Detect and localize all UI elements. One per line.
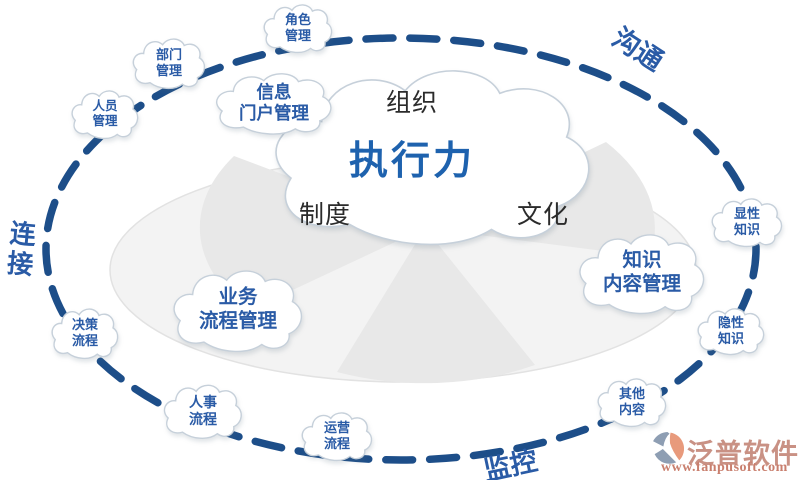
ring-label-connection: 连接 — [2, 218, 38, 282]
cloud-label: 部门 — [155, 47, 182, 63]
cloud-knowledge-content-management: 知识内容管理 — [576, 230, 708, 316]
cloud-label: 门户管理 — [239, 103, 309, 123]
cloud-label: 知识 — [717, 331, 744, 346]
cloud-label: 知识 — [622, 249, 662, 272]
center-label-execution: 执行力 — [349, 140, 476, 183]
cloud-label: 管理 — [155, 63, 182, 78]
cloud-other-content: 其他内容 — [596, 376, 668, 428]
cloud-label: 决策 — [71, 317, 98, 333]
cloud-label: 内容管理 — [602, 273, 681, 295]
cloud-label: 角色 — [284, 12, 311, 28]
cloud-label: 流程 — [71, 333, 98, 348]
center-label-organization: 组织 — [386, 89, 439, 117]
cloud-label: 管理 — [92, 114, 118, 128]
bottom-wedge — [337, 228, 535, 384]
cloud-label: 管理 — [284, 28, 311, 43]
cloud-label: 流程 — [189, 411, 217, 427]
cloud-label: 其他 — [618, 386, 645, 402]
cloud-explicit-knowledge: 显性知识 — [710, 196, 784, 248]
cloud-label: 流程 — [323, 436, 350, 451]
center-label-system: 制度 — [299, 201, 352, 229]
cloud-label: 显性 — [733, 206, 760, 222]
cloud-label: 人员 — [92, 98, 118, 113]
cloud-label: 业务 — [218, 286, 258, 309]
brand-url: www.fanpusoft.com — [661, 460, 788, 475]
cloud-label: 信息 — [256, 81, 292, 102]
cloud-decision-flow: 决策流程 — [50, 306, 120, 360]
cloud-personnel-management: 人员管理 — [70, 88, 140, 140]
cloud-label: 隐性 — [717, 315, 744, 331]
cloud-label: 流程管理 — [198, 310, 277, 332]
cloud-department-management: 部门管理 — [131, 36, 207, 90]
cloud-label: 知识 — [733, 222, 760, 237]
center-label-culture: 文化 — [517, 201, 570, 229]
cloud-info-portal-management: 信息门户管理 — [213, 70, 335, 136]
cloud-role-management: 角色管理 — [262, 2, 334, 54]
ring-label-communication: 沟通 — [606, 22, 669, 77]
cloud-label: 运营 — [323, 420, 350, 436]
cloud-label: 内容 — [618, 402, 645, 417]
cloud-label: 人事 — [189, 393, 217, 410]
cloud-operation-flow: 运营流程 — [300, 410, 374, 462]
cloud-business-process-management: 业务流程管理 — [170, 266, 306, 354]
cloud-hr-flow: 人事流程 — [162, 382, 244, 440]
ring-label-monitoring: 监控 — [480, 445, 541, 480]
